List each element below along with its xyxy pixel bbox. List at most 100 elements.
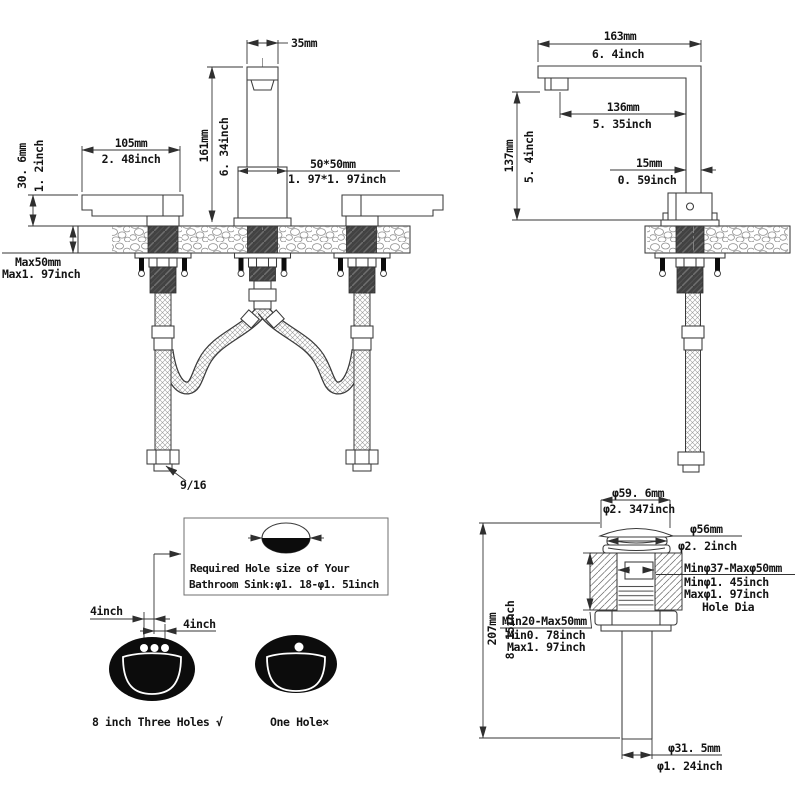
right-supply-hose <box>345 292 379 472</box>
left-mount <box>134 252 192 294</box>
label-hole-spacing-left: 4inch <box>90 604 123 618</box>
side-base-plate <box>660 219 720 227</box>
left-supply-hose <box>146 292 180 472</box>
drain-view: φ59. 6mm φ2. 347inch φ56mm φ2. 2inch Min… <box>479 486 795 773</box>
label-one-hole: One Hole× <box>270 715 329 729</box>
spout-front <box>233 58 292 232</box>
drain-washer <box>600 624 672 632</box>
side-base-block <box>667 192 713 221</box>
dim-pipe-diameter: φ31. 5mm φ1. 24inch <box>621 739 723 773</box>
left-valve-shank <box>147 225 179 254</box>
front-view: 35mm 161mm 6. 34inch 105mm 2. 48inch 30.… <box>2 36 444 492</box>
label-handle-length-mm: 105mm <box>115 136 148 150</box>
sink-hole-center <box>150 644 159 652</box>
spout-side-profile <box>537 65 720 300</box>
label-drain-height-inch: 8. 15inch <box>503 600 517 659</box>
drain-threads <box>618 584 654 609</box>
label-flange-diameter-inch: φ2. 2inch <box>678 539 737 553</box>
label-deck-thickness-inch: Max1. 97inch <box>2 267 81 281</box>
label-deck-range-mm: Min20-Max50mm <box>502 614 587 628</box>
spout-shank <box>247 225 278 254</box>
dim-spout-reach: 163mm 6. 4inch <box>537 29 702 62</box>
label-three-holes: 8 inch Three Holes √ <box>92 715 223 729</box>
center-tee-connector <box>240 280 285 329</box>
label-deck-range-inch-max: Max1. 97inch <box>507 640 586 654</box>
sink-hole-single <box>294 642 304 652</box>
spout-base <box>237 166 288 219</box>
dim-spout-height-side: 137mm 5. 4inch <box>502 91 661 221</box>
label-spout-reach-mm: 163mm <box>604 29 637 43</box>
drain-body <box>594 553 678 740</box>
set-screw <box>685 202 695 211</box>
curved-hoses <box>160 305 365 395</box>
label-hole-spacing-right: 4inch <box>183 617 216 631</box>
label-spout-height-side-mm: 137mm <box>502 139 516 172</box>
dim-spout-length: 136mm 5. 35inch <box>559 92 687 131</box>
label-cap-diameter-inch: φ2. 347inch <box>603 502 675 516</box>
dim-deck-range: Min20-Max50mm Min0. 78inch Max1. 97inch <box>500 552 598 654</box>
label-spout-reach-inch: 6. 4inch <box>592 47 645 61</box>
side-hose-nut <box>677 451 705 466</box>
hole-guide: Required Hole size of Your Bathroom Sink… <box>90 517 389 729</box>
note-box <box>183 517 389 596</box>
dim-drain-height: 207mm 8. 15inch <box>479 522 620 739</box>
spout-base-plate <box>233 217 292 227</box>
label-spout-height-side-inch: 5. 4inch <box>522 130 536 183</box>
label-spout-length-mm: 136mm <box>607 100 640 114</box>
callout-hose-thread: 9/16 <box>165 465 207 492</box>
drain-locknut <box>594 610 678 626</box>
sink-hole-right <box>161 644 169 652</box>
label-deck-range-inch-min: Min0. 78inch <box>507 628 586 642</box>
label-handle-height-mm: 30. 6mm <box>15 143 29 189</box>
note-leader <box>153 550 182 634</box>
side-mounting-hardware <box>654 252 726 294</box>
side-view: 163mm 6. 4inch 136mm 5. 35inch 137mm 5. … <box>502 29 791 473</box>
label-hole-diameter-inch-min: Minφ1. 45inch <box>684 575 769 589</box>
right-mount <box>333 252 391 294</box>
right-hose-nut <box>345 449 379 465</box>
label-cap-diameter-mm: φ59. 6mm <box>612 486 665 500</box>
dim-body-width: 15mm 0. 59inch <box>610 156 716 187</box>
side-shank-through-deck <box>675 225 705 254</box>
label-base-size-mm: 50*50mm <box>310 157 356 171</box>
overflow-hole <box>624 561 654 580</box>
dim-deck-thickness: Max50mm Max1. 97inch <box>2 225 81 281</box>
label-spout-length-inch: 5. 35inch <box>593 117 652 131</box>
label-base-size-inch: 1. 97*1. 97inch <box>288 172 386 186</box>
label-handle-length-inch: 2. 48inch <box>102 152 161 166</box>
label-pipe-diameter-mm: φ31. 5mm <box>668 741 721 755</box>
dim-hole-spacing-right: 4inch <box>140 617 216 643</box>
sink-deck-cross-section <box>589 552 683 611</box>
label-deck-thickness-mm: Max50mm <box>15 255 61 269</box>
label-hole-diameter-inch-max: Maxφ1. 97inch <box>684 587 769 601</box>
three-hole-sink <box>109 637 195 701</box>
one-hole-sink <box>255 635 337 693</box>
label-body-width-mm: 15mm <box>636 156 663 170</box>
label-handle-height-inch: 1. 2inch <box>32 139 46 192</box>
center-mount <box>233 252 292 282</box>
label-body-width-inch: 0. 59inch <box>618 173 677 187</box>
dim-cap-diameter: φ59. 6mm φ2. 347inch <box>600 486 676 528</box>
note-line2: Bathroom Sink:φ1. 18-φ1. 51inch <box>189 578 379 591</box>
sink-hole-left <box>140 644 148 652</box>
dim-hole-diameter: Minφ37-Maxφ50mm Minφ1. 45inch Maxφ1. 97i… <box>617 561 795 614</box>
hole-illustration <box>248 522 324 554</box>
aerator-side <box>544 77 569 91</box>
dim-handle-length: 105mm 2. 48inch <box>81 136 181 192</box>
label-spout-height-inch: 6. 34inch <box>217 117 231 176</box>
label-hose-thread: 9/16 <box>180 478 207 492</box>
left-hose-nut <box>146 449 180 465</box>
dim-spout-height: 161mm 6. 34inch <box>197 66 243 223</box>
label-drain-height-mm: 207mm <box>485 612 499 645</box>
label-hole-diameter-mm: Minφ37-Maxφ50mm <box>684 561 782 575</box>
label-spout-width-mm: 35mm <box>291 36 318 50</box>
dim-hole-spacing-left: 4inch <box>90 604 170 643</box>
label-spout-height-mm: 161mm <box>197 129 211 162</box>
dim-base-size: 50*50mm 1. 97*1. 97inch <box>238 157 400 186</box>
label-hole-diameter-caption: Hole Dia <box>702 600 755 614</box>
dim-handle-height: 30. 6mm 1. 2inch <box>15 139 78 227</box>
right-valve-shank <box>346 225 377 254</box>
label-pipe-diameter-inch: φ1. 24inch <box>657 759 723 773</box>
